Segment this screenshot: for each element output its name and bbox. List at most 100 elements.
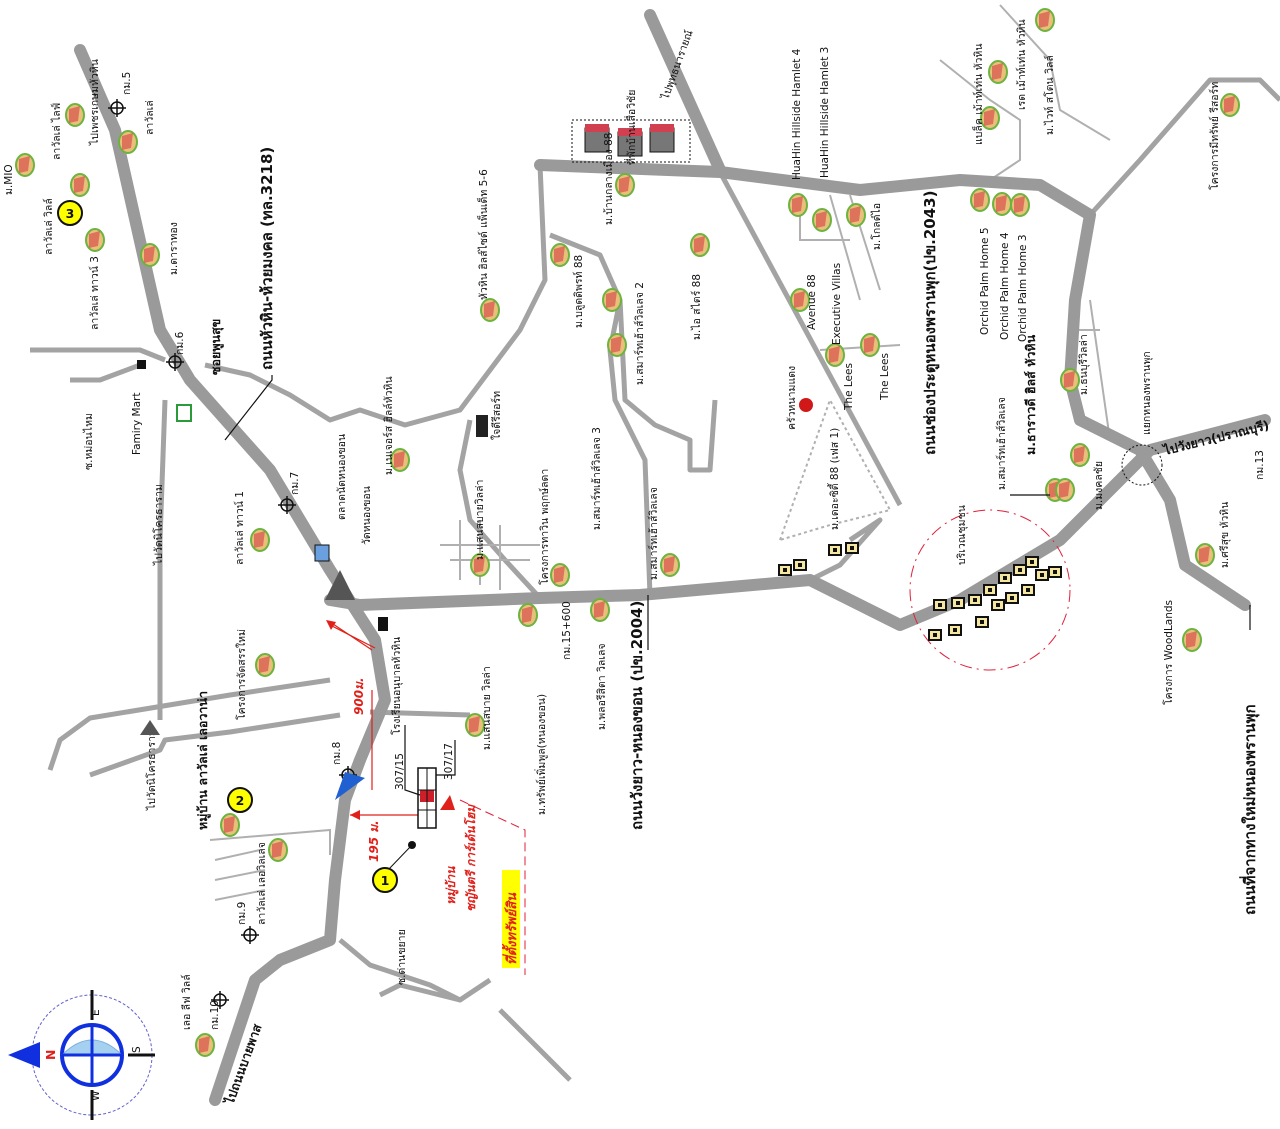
restaurant-icon [799, 398, 813, 412]
svg-text:S: S [131, 1046, 143, 1053]
main-roads [74, 9, 1271, 1106]
project-label: โครงการจัดสรรใหม่ [235, 629, 248, 720]
project-label: HuaHin Hillside Hamlet 4 [791, 48, 803, 180]
village-label: หมู่บ้าน [444, 866, 459, 905]
km-6: กม.6 [174, 331, 186, 355]
school-icon [378, 617, 388, 631]
project-label: ม.แสนสบายวิลล่า [474, 480, 486, 560]
project-label: ลาวัลเล่ เลอวิลเลจ [256, 842, 268, 925]
project-label: ม.ศรีสุข หัวหิน [1218, 502, 1231, 568]
project-label: เลอ ลีฟ วิลล์ [180, 974, 193, 1030]
svg-text:N: N [43, 1050, 58, 1060]
road-new-label: ถนนที่จากทางใหม่หนองพรานพุก [1239, 704, 1260, 915]
km-markers: กม.5 กม.6 กม.7 กม.8 กม.9 กม.10 กม.15+600… [107, 72, 1266, 1030]
project-label: ม.สมาร์ทเฮ้าส์วิลเลจ [995, 397, 1008, 490]
soi-danyai-label: ซ.ด่านขยาย [396, 929, 408, 985]
road-2004-line [324, 414, 1271, 631]
village-sub-label: ชญันตรี การ์เด้นโฮม [463, 804, 478, 912]
market-icon [314, 544, 330, 562]
project-label: ม.ไวท์ สโตน วิลล์ [1043, 55, 1056, 135]
project-label: ม.บลูดดิพรท์ 88 [572, 255, 585, 328]
svg-text:E: E [90, 1009, 102, 1016]
school-label: โรงเรียนอนุบาลหัวหิน [390, 637, 403, 735]
project-label: ม.เดอะซิตี้ 88 (เฟส 1) [827, 428, 841, 530]
km-7: กม.7 [289, 472, 301, 495]
resort-icon [476, 415, 488, 437]
distance-195m: 195 ม. [367, 820, 381, 862]
road-3218-label: ถนนหัวหิน-ห้วยมงคล (ทล.3218) [258, 147, 276, 370]
km-13: กม.13 [1254, 450, 1266, 480]
direction-wat-2: ไปวัดนิโครธาราม [145, 729, 158, 811]
project-label: ม.ธนบุรีวิลล่า [1077, 334, 1090, 395]
project-label: The Lees [843, 363, 855, 411]
project-label: ม.สมาร์ทเฮ้าส์วิลเลจ 2 [633, 282, 646, 385]
project-label: ลาวัลเล่ วิลล์ [42, 198, 55, 255]
project-label: ม.ทรัพย์เพิ่มพูล(หนองขอน) [534, 694, 548, 815]
project-label: Executive Villas [831, 263, 843, 345]
project-label: โครงการทาวิน พฤกษ์ลดา [538, 469, 551, 585]
village-area-circle [909, 509, 1071, 671]
distance-900m: 900ม. [352, 677, 366, 715]
project-label: ลาวัลเล่ ไลฟ์ [50, 103, 63, 160]
project-label: Avenue 88 [806, 274, 818, 330]
direction-phetkasem: ไปเพชรเกษมหัวหิน [88, 59, 101, 146]
north-arrow-icon [8, 1042, 40, 1068]
direction-wat-1: ไปวัดนิโครธาราม [152, 484, 165, 566]
project-label: ม.ธาราวดี ฮิลส์ หัวหิน [1023, 334, 1038, 455]
temple-icon [325, 570, 355, 600]
project-label: Orchid Palm Home 3 [1017, 234, 1029, 342]
marker-3: 3 [57, 200, 83, 226]
project-label: ม.เนเจอร์ส ฮิลล์หัวหิน [382, 376, 395, 475]
road-2043-label: ถนนช่องประตูหนองพรานพุก(ปข.2043) [921, 191, 940, 455]
project-label: Orchid Palm Home 4 [999, 232, 1011, 340]
project-label: ม.สมาร์ทเฮ้าส์วิลเลจ 3 [590, 427, 603, 530]
project-label: HuaHin Hillside Hamlet 3 [819, 47, 831, 178]
jaidee-label: ใจดีรีสอร์ท [490, 391, 503, 440]
project-label: โครงการ WoodLands [1162, 600, 1175, 705]
project-label: ม.ไอ สไตร์ 88 [690, 274, 703, 340]
project-label: ม.สมาร์ทเฮ้าส์วิลเลจ [647, 487, 660, 580]
project-labels: ลาวัลเล่ ลาวัลเล่ ไลฟ์ ม.MIO ลาวัลเล่ วิ… [3, 19, 1231, 1030]
road-3218-line [74, 44, 391, 1106]
project-label: หัวหิน ฮิลส์ไซด์ แพ็นเด็ท 5-6 [476, 169, 490, 300]
svg-text:1: 1 [381, 873, 390, 888]
project-label: Orchid Palm Home 5 [979, 227, 991, 335]
family-mart-label: Famiry Mart [131, 393, 143, 455]
km-8: กม.8 [331, 742, 343, 765]
junction-circle [1121, 444, 1163, 486]
resthouse-icons [584, 124, 675, 157]
soi-monmai-label: ซ.หม่อนไหม [82, 413, 95, 470]
road-2043-line [534, 159, 1251, 611]
project-label: ม.แสนสบาย วิลล่า [481, 666, 493, 750]
svg-text:3: 3 [66, 206, 75, 221]
project-label: เรด เม้าท์เท่น หัวหิน [1015, 19, 1028, 110]
project-label: ม.พลอรีสิตา วิลเลจ [595, 643, 608, 730]
project-label: แบล็ค เม้าท์เท่น หัวหิน [971, 44, 985, 146]
marker-2: 2 [227, 787, 253, 813]
km-5: กม.5 [121, 72, 133, 95]
house-number-307-15: 307/15 [394, 753, 406, 790]
project-label: The Lees [879, 353, 891, 401]
secondary-roads [30, 4, 1280, 1082]
market-label: ตลาดนัดหนองขอน [336, 434, 348, 520]
seven-eleven-icon [176, 404, 192, 422]
family-mart-icon [137, 360, 146, 369]
location-label: ที่ตั้งทรัพย์สิน [501, 892, 520, 965]
temple-label: วัดหนองขอน [361, 486, 373, 545]
project-label: ลาวัลเล่ ทาวน์ 1 [233, 491, 246, 565]
site-area: 900ม. 195 ม. 307/15 307/17 หมู่บ้าน ชญัน… [326, 620, 526, 975]
project-label: โครงการมีทรัพย์ รีสอร์ท [1208, 82, 1221, 190]
project-label: ลาวัลเล่ [144, 100, 156, 135]
compass-rose-icon: N E S W [8, 990, 155, 1120]
village-area-label: บริเวณชุมชน [956, 505, 968, 565]
road-2004-label: ถนนวังยาว-หนองขอน (ปข.2004) [628, 601, 646, 830]
project-label: ม.ดาราทอง [168, 222, 180, 275]
junction-label: แยกหนองพรานพุก [1141, 351, 1153, 435]
project-label: ม.บ้านกลางเมือง 88 [602, 133, 615, 225]
restaurant-label: ครัวหนามแดง [786, 366, 798, 430]
info-pin-icon [335, 772, 365, 800]
km-15-600: กม.15+600 [561, 601, 573, 660]
project-label: ม.มงคลชัย [1093, 461, 1105, 510]
house-number-307-17: 307/17 [443, 743, 455, 780]
